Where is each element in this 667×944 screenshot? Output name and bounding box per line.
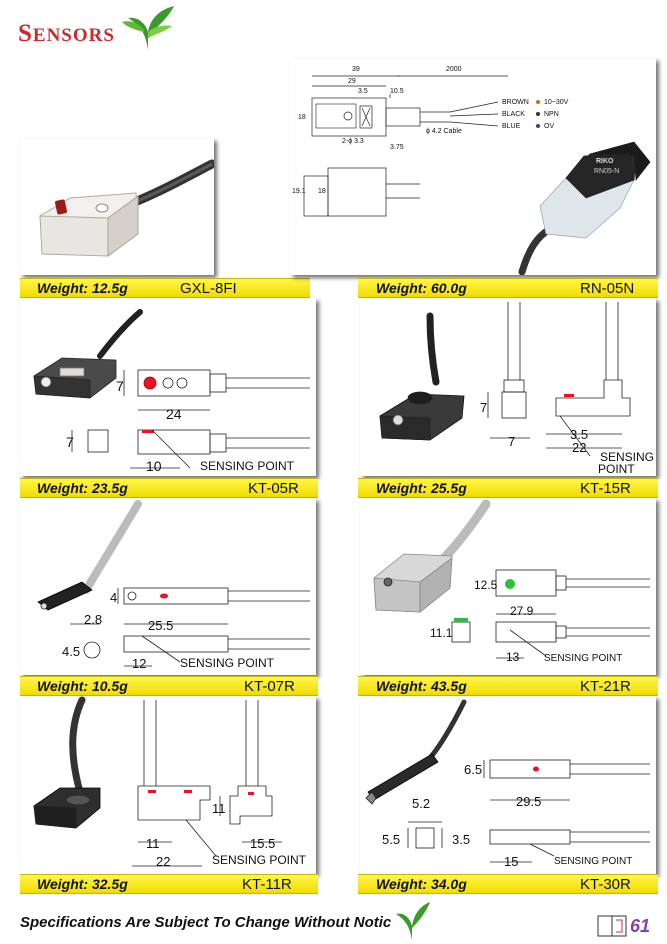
model-label: GXL-8FI: [180, 280, 237, 297]
wire-brown: BROWN: [502, 99, 529, 106]
dim-2-holes: 2-ϕ 3.3: [342, 138, 364, 145]
brand-first-letter: S: [18, 20, 33, 47]
wire-black: BLACK: [502, 111, 525, 118]
wire-voltage: 10~30V: [544, 99, 569, 106]
product-photo-gxl-8fi: [20, 138, 214, 275]
dim-3-5: 3.5: [452, 832, 471, 847]
dim-24: 24: [166, 406, 182, 422]
model-label: KT-07R: [244, 678, 295, 695]
dim-19-1: 19.1: [292, 188, 306, 195]
footer-disclaimer: Specifications Are Subject To Change Wit…: [20, 914, 392, 931]
sensing-label-2: POINT: [598, 462, 635, 476]
sensing-label-1: SENSING: [600, 450, 655, 464]
wire-npn: NPN: [544, 111, 559, 118]
model-label: KT-30R: [580, 876, 631, 893]
product-drawing-kt-15r: 7 7 3.5 22 SENSING POINT: [360, 298, 656, 476]
product-bar-rn-05n: Weight: 60.0g RN-05N: [358, 278, 658, 298]
dim-15: 15: [504, 854, 519, 869]
product-drawing-rn-05n: 39 29 2000 3.5 10.5 18 2-ϕ 3.3 ϕ 4.2 Cab…: [290, 58, 656, 275]
dim-4: 4: [110, 590, 118, 605]
leaf-icon: [396, 902, 430, 940]
model-label: RN-05N: [580, 280, 635, 297]
product-bar-gxl-8fi: Weight: 12.5g GXL-8FI: [20, 278, 310, 298]
dim-27-9: 27.9: [510, 604, 534, 618]
product-drawing-kt-30r: 6.5 5.2 29.5 5.5 3.5 15 SENSING POINT: [360, 696, 656, 874]
dim-10-5: 10.5: [390, 88, 404, 95]
product-bar-kt-11r: Weight: 32.5g KT-11R: [20, 874, 318, 894]
sensing-point-label: SENSING POINT: [212, 853, 307, 867]
model-label: KT-11R: [242, 876, 292, 893]
weight-label: Weight: 12.5g: [37, 280, 128, 296]
dim-2-8: 2.8: [84, 612, 103, 627]
weight-label: Weight: 43.5g: [376, 678, 467, 694]
dim-11a: 11: [146, 836, 160, 851]
dim-25-5: 25.5: [148, 618, 174, 633]
sensing-point-label: SENSING POINT: [180, 656, 275, 670]
weight-label: Weight: 25.5g: [376, 480, 467, 496]
brand-logo: SENSORS: [18, 20, 115, 48]
model-label: KT-05R: [248, 480, 299, 497]
dim-7a: 7: [480, 400, 488, 415]
product-drawing-kt-07r: 4 2.8 25.5 4.5 12 SENSING POINT: [20, 498, 316, 675]
dim-3-75: 3.75: [390, 144, 404, 151]
dim-7b: 7: [66, 434, 74, 450]
dim-12: 12: [132, 656, 147, 671]
sensing-point-label: SENSING POINT: [544, 653, 623, 664]
model-label: KT-21R: [580, 678, 631, 695]
dim-11b: 11: [212, 801, 226, 816]
product-bar-kt-30r: Weight: 34.0g KT-30R: [358, 874, 658, 894]
product-drawing-kt-05r: 7 24 7 10 SENSING POINT: [20, 298, 316, 476]
photo-label: RN05-N: [594, 168, 620, 175]
dim-12-5: 12.5: [474, 578, 498, 592]
dim-5-2: 5.2: [412, 796, 431, 811]
dim-cable: ϕ 4.2 Cable: [426, 128, 462, 135]
model-label: KT-15R: [580, 480, 631, 497]
dim-18: 18: [298, 114, 306, 121]
dim-5-5: 5.5: [382, 832, 401, 847]
page-number: 61: [630, 916, 651, 936]
dim-4-5: 4.5: [62, 644, 81, 659]
dim-29-5: 29.5: [516, 794, 542, 809]
dim-29: 29: [348, 78, 356, 85]
weight-label: Weight: 23.5g: [37, 480, 128, 496]
sensing-point-label: SENSING POINT: [200, 459, 295, 473]
dim-3-5: 3.5: [358, 88, 368, 95]
dim-10: 10: [146, 458, 162, 474]
dim-15-5: 15.5: [250, 836, 276, 851]
brand-rest: ENSORS: [32, 25, 115, 46]
dim-3-5: 3.5: [570, 427, 589, 442]
dim-7b: 7: [508, 434, 516, 449]
product-bar-kt-07r: Weight: 10.5g KT-07R: [20, 676, 318, 696]
wire-ov: OV: [544, 123, 555, 130]
dim-7a: 7: [116, 378, 124, 394]
photo-logo: RIKO: [596, 158, 614, 165]
dim-39: 39: [352, 66, 360, 73]
sensing-point-label: SENSING POINT: [554, 856, 633, 867]
dim-6-5: 6.5: [464, 762, 483, 777]
dim-18b: 18: [318, 188, 326, 195]
leaf-icon: [122, 6, 174, 50]
wire-blue: BLUE: [502, 123, 521, 130]
product-bar-kt-21r: Weight: 43.5g KT-21R: [358, 676, 658, 696]
product-bar-kt-05r: Weight: 23.5g KT-05R: [20, 478, 318, 498]
dim-22: 22: [572, 440, 587, 455]
weight-label: Weight: 60.0g: [376, 280, 467, 296]
dim-22: 22: [156, 854, 171, 869]
weight-label: Weight: 10.5g: [37, 678, 128, 694]
dim-11-1: 11.1: [430, 626, 453, 640]
weight-label: Weight: 32.5g: [37, 876, 128, 892]
dim-13: 13: [506, 650, 520, 664]
product-drawing-kt-11r: 11 11 15.5 22 SENSING POINT: [20, 696, 316, 874]
book-icon: [597, 915, 627, 937]
dim-2000: 2000: [446, 66, 462, 73]
product-bar-kt-15r: Weight: 25.5g KT-15R: [358, 478, 658, 498]
product-drawing-kt-21r: 12.5 27.9 11.1 13 SENSING POINT: [360, 498, 656, 675]
weight-label: Weight: 34.0g: [376, 876, 467, 892]
